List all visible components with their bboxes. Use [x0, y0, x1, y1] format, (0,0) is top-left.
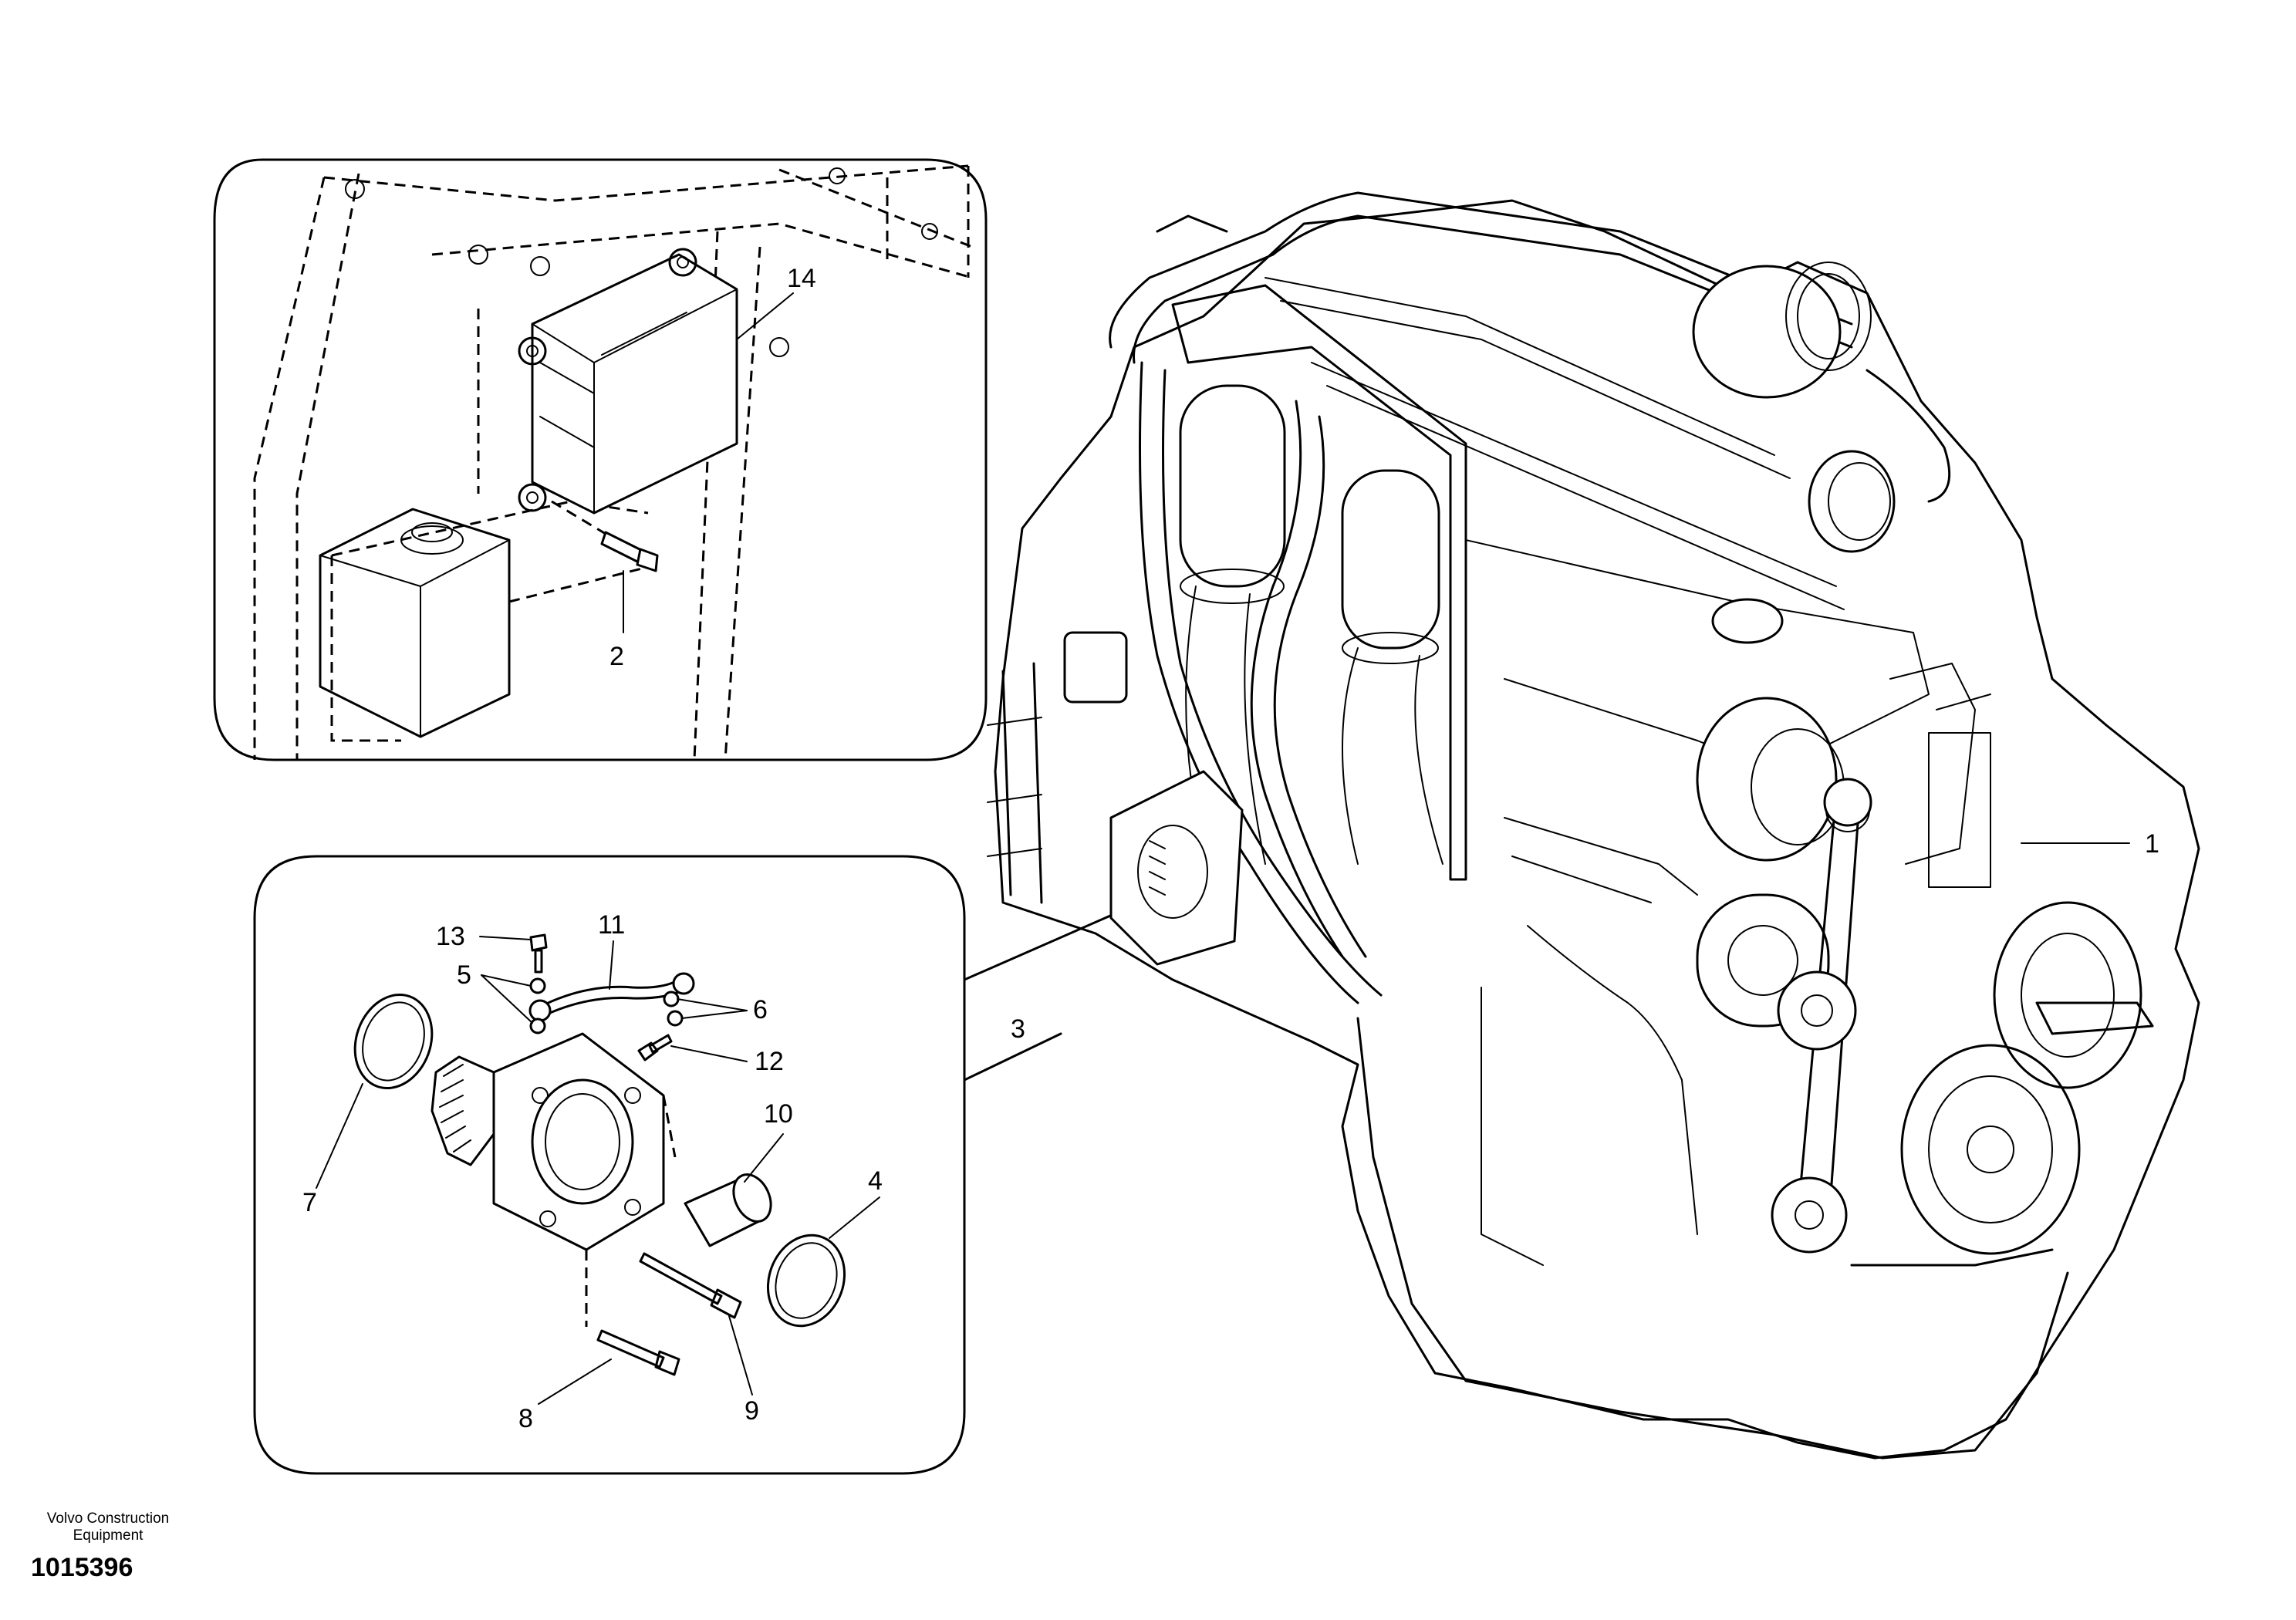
callout-13: 13	[436, 922, 465, 951]
callout-2: 2	[609, 642, 624, 671]
bolt-part-9	[639, 1252, 742, 1319]
belt-drive	[1771, 778, 2154, 1267]
fuel-filter-right	[1341, 469, 1443, 865]
bolt-part-8	[596, 1329, 680, 1376]
oil-pan	[1356, 1017, 2069, 1460]
inset-pump-assembly: 13 11 5 6 12 10 7 4 9 8	[253, 855, 1142, 1475]
reservoir-tank	[319, 508, 511, 738]
bolt-part-2	[551, 500, 659, 572]
callout-11: 11	[598, 910, 625, 940]
fuel-filter-left	[1179, 384, 1286, 865]
brand-line-2: Equipment	[73, 1527, 144, 1544]
callout-10: 10	[764, 1099, 793, 1129]
washer-part-6a	[663, 991, 680, 1007]
engine-pump-mount	[1109, 770, 1244, 966]
washer-part-5a	[529, 977, 546, 994]
callout-1: 1	[2145, 829, 2159, 859]
cab-structure-dashed	[253, 164, 973, 761]
o-ring-part-7	[353, 993, 434, 1090]
washer-part-6b	[667, 1010, 684, 1027]
callout-5: 5	[457, 960, 471, 990]
document-number: 1015396	[31, 1553, 133, 1582]
frame-nuts	[345, 167, 938, 357]
brand-text: Volvo Construction Equipment	[31, 1510, 185, 1544]
control-unit-ecu	[518, 248, 738, 515]
engine-assembly: 1 3	[987, 191, 2200, 1460]
callout-4: 4	[868, 1166, 883, 1196]
callout-3: 3	[1011, 1014, 1025, 1044]
cylinder-head	[1465, 539, 1930, 772]
callout-6: 6	[753, 995, 768, 1024]
fan-hub-pulley	[1993, 901, 2142, 1089]
inset-frame-bottom	[253, 855, 966, 1475]
pump-gear-assembly	[430, 1032, 677, 1327]
callout-8: 8	[518, 1404, 533, 1433]
crankshaft-pulley	[1900, 1044, 2081, 1255]
sleeve-part-10	[684, 1173, 772, 1247]
inset-control-unit: 14 2	[213, 158, 988, 761]
brand-line-1: Volvo Construction	[46, 1510, 170, 1527]
callout-12: 12	[755, 1047, 784, 1076]
inset-frame-top	[213, 158, 988, 761]
engine-block-outline	[994, 199, 2200, 1460]
bolt-part-13	[529, 933, 548, 974]
callout-7: 7	[302, 1188, 317, 1217]
turbocharger	[1692, 262, 1951, 553]
callout-14: 14	[787, 264, 816, 293]
o-ring-part-4	[766, 1234, 846, 1328]
washer-part-5b	[529, 1018, 546, 1034]
flywheel-housing	[987, 631, 1128, 904]
bolt-part-12	[637, 1034, 673, 1061]
lifting-bracket	[1171, 284, 1467, 881]
callout-9: 9	[745, 1396, 759, 1426]
oil-filler-cap	[1711, 598, 1784, 644]
